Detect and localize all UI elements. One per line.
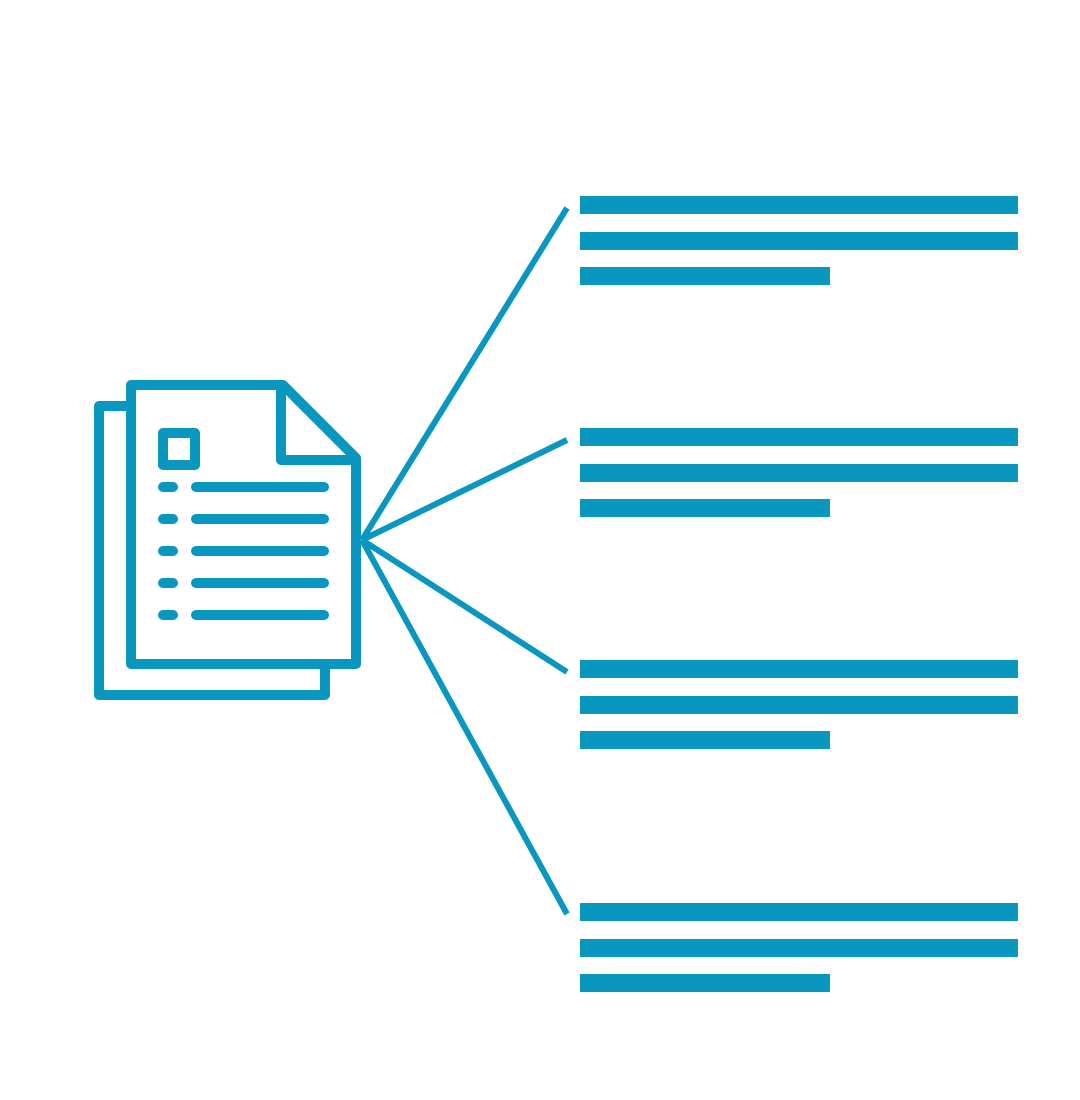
text-line-placeholder <box>580 428 1018 446</box>
connector-1 <box>359 206 570 542</box>
text-block-1 <box>580 196 1018 285</box>
text-line-placeholder <box>580 696 1018 714</box>
text-line-placeholder <box>580 731 830 749</box>
connector-4 <box>359 538 570 916</box>
text-blocks <box>580 196 1018 992</box>
text-line-placeholder <box>580 903 1018 921</box>
text-block-4 <box>580 903 1018 992</box>
connector-2 <box>360 437 569 543</box>
connector-lines <box>359 206 570 916</box>
text-line-placeholder <box>580 267 830 285</box>
text-block-2 <box>580 428 1018 517</box>
image-placeholder-box <box>158 428 200 470</box>
text-block-3 <box>580 660 1018 749</box>
folded-corner <box>276 381 359 465</box>
list-rows <box>158 482 329 620</box>
document-list-icon <box>94 380 361 700</box>
text-line-placeholder <box>580 499 830 517</box>
front-page-outline <box>126 380 361 669</box>
text-line-placeholder <box>580 660 1018 678</box>
connector-3 <box>360 537 569 675</box>
text-line-placeholder <box>580 196 1018 214</box>
text-line-placeholder <box>580 974 830 992</box>
text-line-placeholder <box>580 939 1018 957</box>
text-line-placeholder <box>580 232 1018 250</box>
back-page-outline <box>94 401 330 700</box>
text-line-placeholder <box>580 464 1018 482</box>
